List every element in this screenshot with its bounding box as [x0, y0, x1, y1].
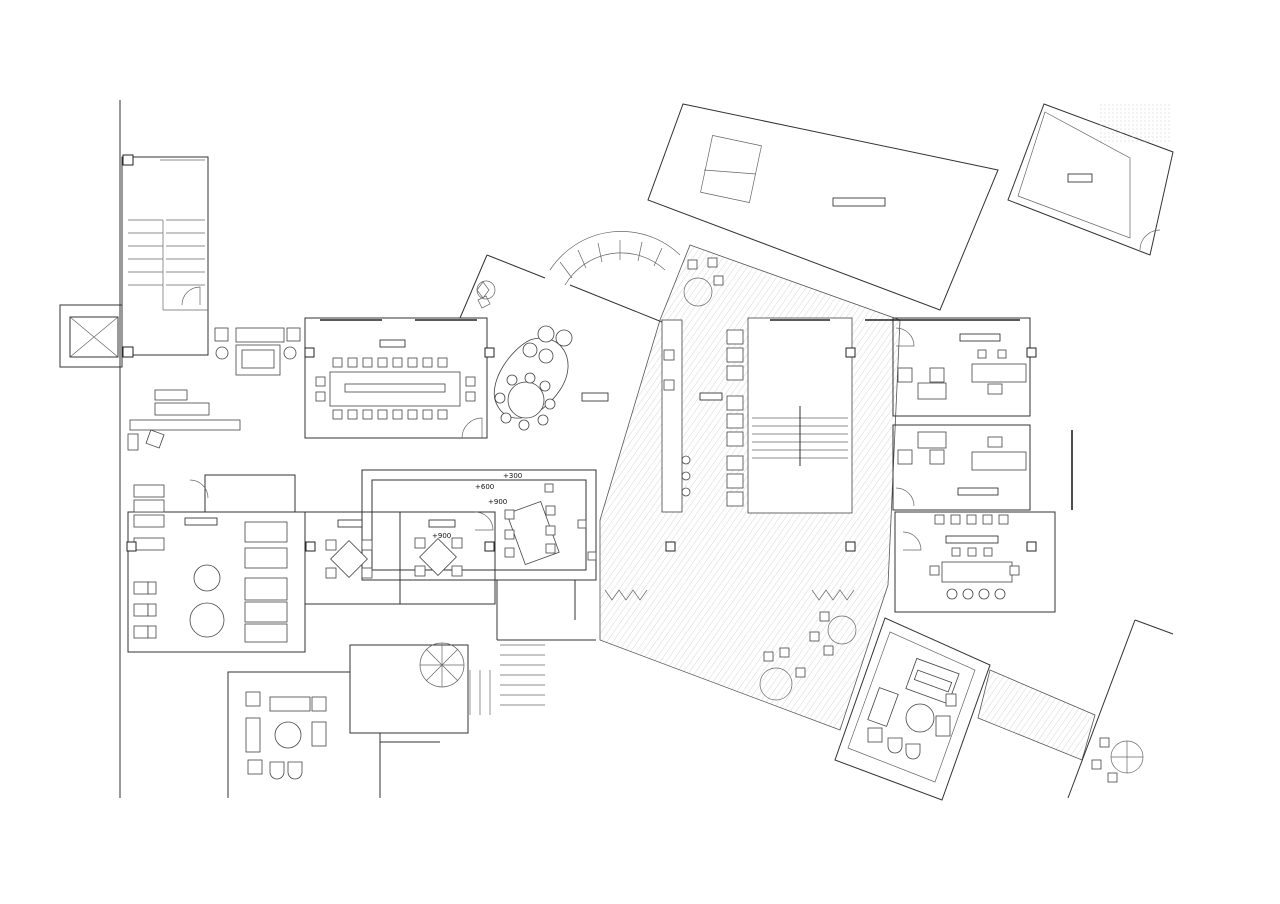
- room-tag-study-2: [428, 519, 456, 528]
- spiral-ramp: [549, 231, 681, 286]
- room-tag-upper: [832, 197, 886, 207]
- room-tag-office-1: [959, 333, 1001, 342]
- left-wing: [59, 100, 209, 798]
- room-tag-study-1: [337, 519, 363, 528]
- room-tag-cafe: [581, 392, 609, 402]
- level-label-300: +300: [503, 472, 522, 480]
- level-label-900-a: +900: [488, 498, 507, 506]
- cafe-area: [459, 254, 663, 431]
- lobby-chairs: [726, 329, 744, 507]
- round-table-cluster: [494, 325, 573, 431]
- lounge-seating: [127, 327, 301, 451]
- room-tag-annex: [1067, 173, 1093, 183]
- meeting-room-right: [894, 511, 1056, 613]
- conference-chairs: [315, 357, 476, 420]
- upper-buildings: [647, 103, 1174, 311]
- room-tag-conference: [379, 339, 406, 348]
- bottom-lounge: [227, 642, 545, 798]
- room-tag-lounge: [184, 517, 218, 526]
- core-stairs: [752, 406, 848, 466]
- level-label-600: +600: [475, 483, 494, 491]
- stair-tower: [121, 156, 209, 356]
- room-tag-office-2: [957, 487, 999, 496]
- room-tag-meeting: [945, 535, 999, 544]
- office-wing: [865, 317, 1073, 552]
- level-label-900-b: +900: [432, 532, 451, 540]
- room-tag-lobby: [699, 392, 723, 401]
- pavilion: [834, 617, 1096, 801]
- level-labels: +300 +600 +900 +900: [432, 472, 522, 540]
- exterior-stairs: [469, 644, 545, 715]
- far-right-structure: [1067, 619, 1174, 799]
- stair-treads: [128, 219, 208, 311]
- middle-rooms: [126, 469, 597, 653]
- central-plaza: [599, 244, 901, 731]
- conference-room: [304, 317, 495, 439]
